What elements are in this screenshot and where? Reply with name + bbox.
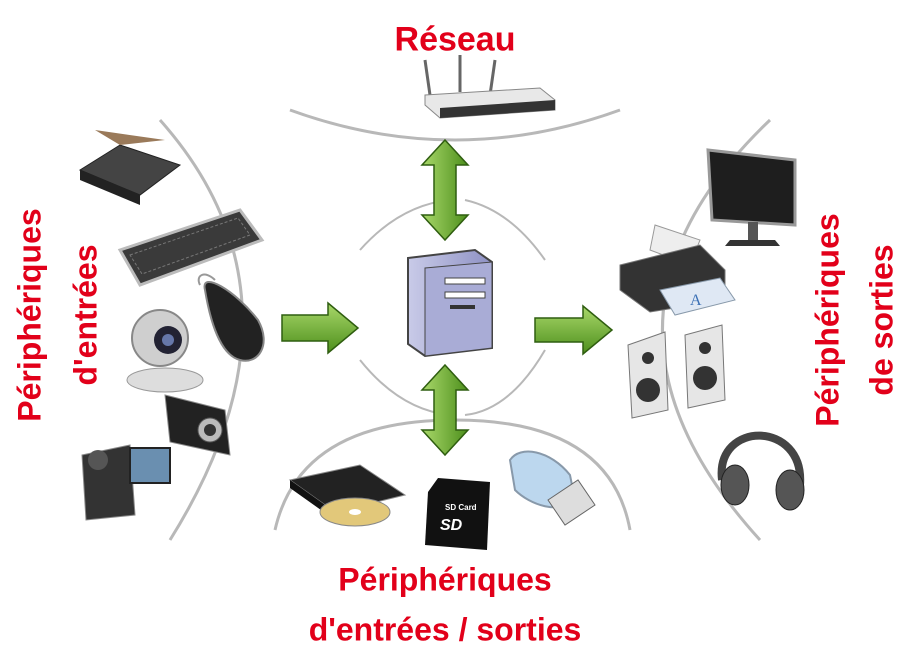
- speakers-icon: [627, 324, 726, 419]
- sd-card-text: SD Card: [445, 503, 477, 512]
- usb-key-icon: [508, 450, 596, 526]
- label-outputs-line2: de sorties: [863, 244, 900, 396]
- label-inputs-line1: Périphériques: [11, 208, 48, 422]
- printer-icon: A: [619, 224, 736, 316]
- monitor-icon: [706, 148, 797, 246]
- arrow-network-computer: [420, 138, 470, 242]
- title-network: Réseau: [394, 20, 516, 59]
- svg-text:SD: SD: [440, 517, 463, 534]
- label-io-line2: d'entrées / sorties: [308, 611, 582, 648]
- arc-network: [289, 108, 621, 142]
- mouse-icon: [197, 273, 265, 362]
- scanner-icon: [78, 130, 182, 205]
- arrow-computer-io: [420, 363, 470, 457]
- camera-icon: [164, 394, 231, 456]
- dvd-drive-icon: [288, 464, 407, 527]
- webcam-icon: [126, 309, 204, 393]
- keyboard-icon: [117, 208, 265, 287]
- headphones-icon: [717, 431, 805, 511]
- sd-card-icon: SD Card SD: [425, 478, 490, 550]
- camcorder-icon: [81, 444, 171, 521]
- computer-tower-icon: [407, 248, 493, 358]
- arrow-computer-outputs: [534, 304, 614, 356]
- label-io-line1: Périphériques: [338, 561, 552, 598]
- router-icon: [423, 55, 556, 119]
- label-inputs-line2: d'entrées: [67, 244, 104, 386]
- arrow-inputs-computer: [281, 301, 360, 355]
- svg-text:A: A: [690, 292, 702, 309]
- label-outputs-line1: Périphériques: [809, 213, 846, 427]
